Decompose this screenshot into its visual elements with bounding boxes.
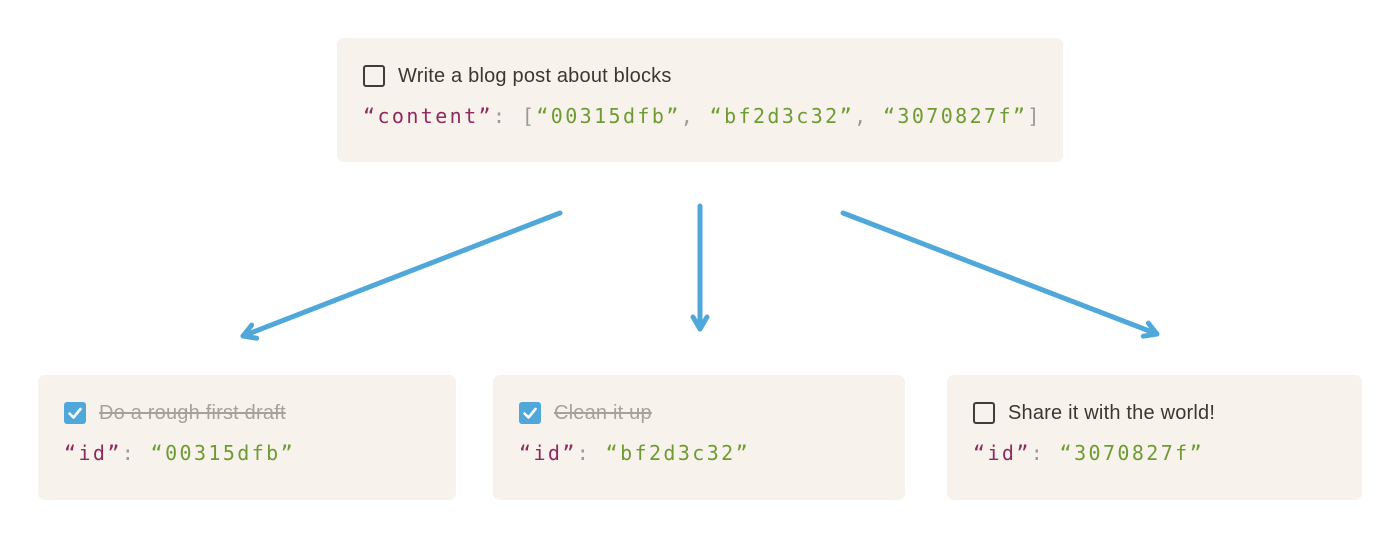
code-value: “bf2d3c32” xyxy=(605,441,751,465)
code-value: “3070827f” xyxy=(1059,441,1205,465)
parent-todo-row: Write a blog post about blocks xyxy=(363,62,1037,90)
checkmark-icon xyxy=(68,407,82,419)
child-2-code-line: “id” : “bf2d3c32” xyxy=(519,439,879,467)
child-3-todo-label: Share it with the world! xyxy=(1008,401,1216,424)
code-value-2: “bf2d3c32” xyxy=(709,104,855,128)
code-comma: , xyxy=(680,104,710,128)
code-key: “content” xyxy=(363,104,493,128)
code-open-bracket: [ xyxy=(521,104,537,128)
child-1-code-line: “id” : “00315dfb” xyxy=(64,439,430,467)
code-close-bracket: ] xyxy=(1027,104,1042,128)
checkbox-checked-icon[interactable] xyxy=(519,402,541,424)
code-value-1: “00315dfb” xyxy=(536,104,681,128)
code-key: “id” xyxy=(973,441,1031,465)
child-block-card-3: Share it with the world! “id” : “3070827… xyxy=(947,375,1362,500)
child-3-code-line: “id” : “3070827f” xyxy=(973,439,1336,467)
arrow-to-child-1 xyxy=(240,210,563,341)
code-key: “id” xyxy=(64,441,122,465)
child-3-todo-row: Share it with the world! xyxy=(973,399,1336,427)
code-value-3: “3070827f” xyxy=(882,104,1028,128)
child-2-todo-label: Clean it up xyxy=(554,401,652,424)
code-value: “00315dfb” xyxy=(150,441,296,465)
code-colon: : xyxy=(121,441,151,465)
parent-todo-label: Write a blog post about blocks xyxy=(398,64,672,87)
parent-code-line: “content” : [ “00315dfb” , “bf2d3c32” , … xyxy=(363,102,1039,130)
child-1-todo-row: Do a rough first draft xyxy=(64,399,430,427)
child-2-todo-row: Clean it up xyxy=(519,399,879,427)
child-1-todo-label: Do a rough first draft xyxy=(99,401,286,424)
code-key: “id” xyxy=(519,441,577,465)
child-block-card-2: Clean it up “id” : “bf2d3c32” xyxy=(493,375,905,500)
child-block-card-1: Do a rough first draft “id” : “00315dfb” xyxy=(38,375,456,500)
checkbox-unchecked-icon[interactable] xyxy=(363,65,385,87)
checkbox-checked-icon[interactable] xyxy=(64,402,86,424)
code-colon: : xyxy=(576,441,606,465)
code-colon: : xyxy=(1030,441,1060,465)
parent-block-card: Write a blog post about blocks “content”… xyxy=(337,38,1063,162)
checkmark-icon xyxy=(523,407,537,419)
code-colon: : xyxy=(492,104,522,128)
checkbox-unchecked-icon[interactable] xyxy=(973,402,995,424)
code-comma: , xyxy=(854,104,883,128)
arrow-to-child-3 xyxy=(840,210,1160,339)
